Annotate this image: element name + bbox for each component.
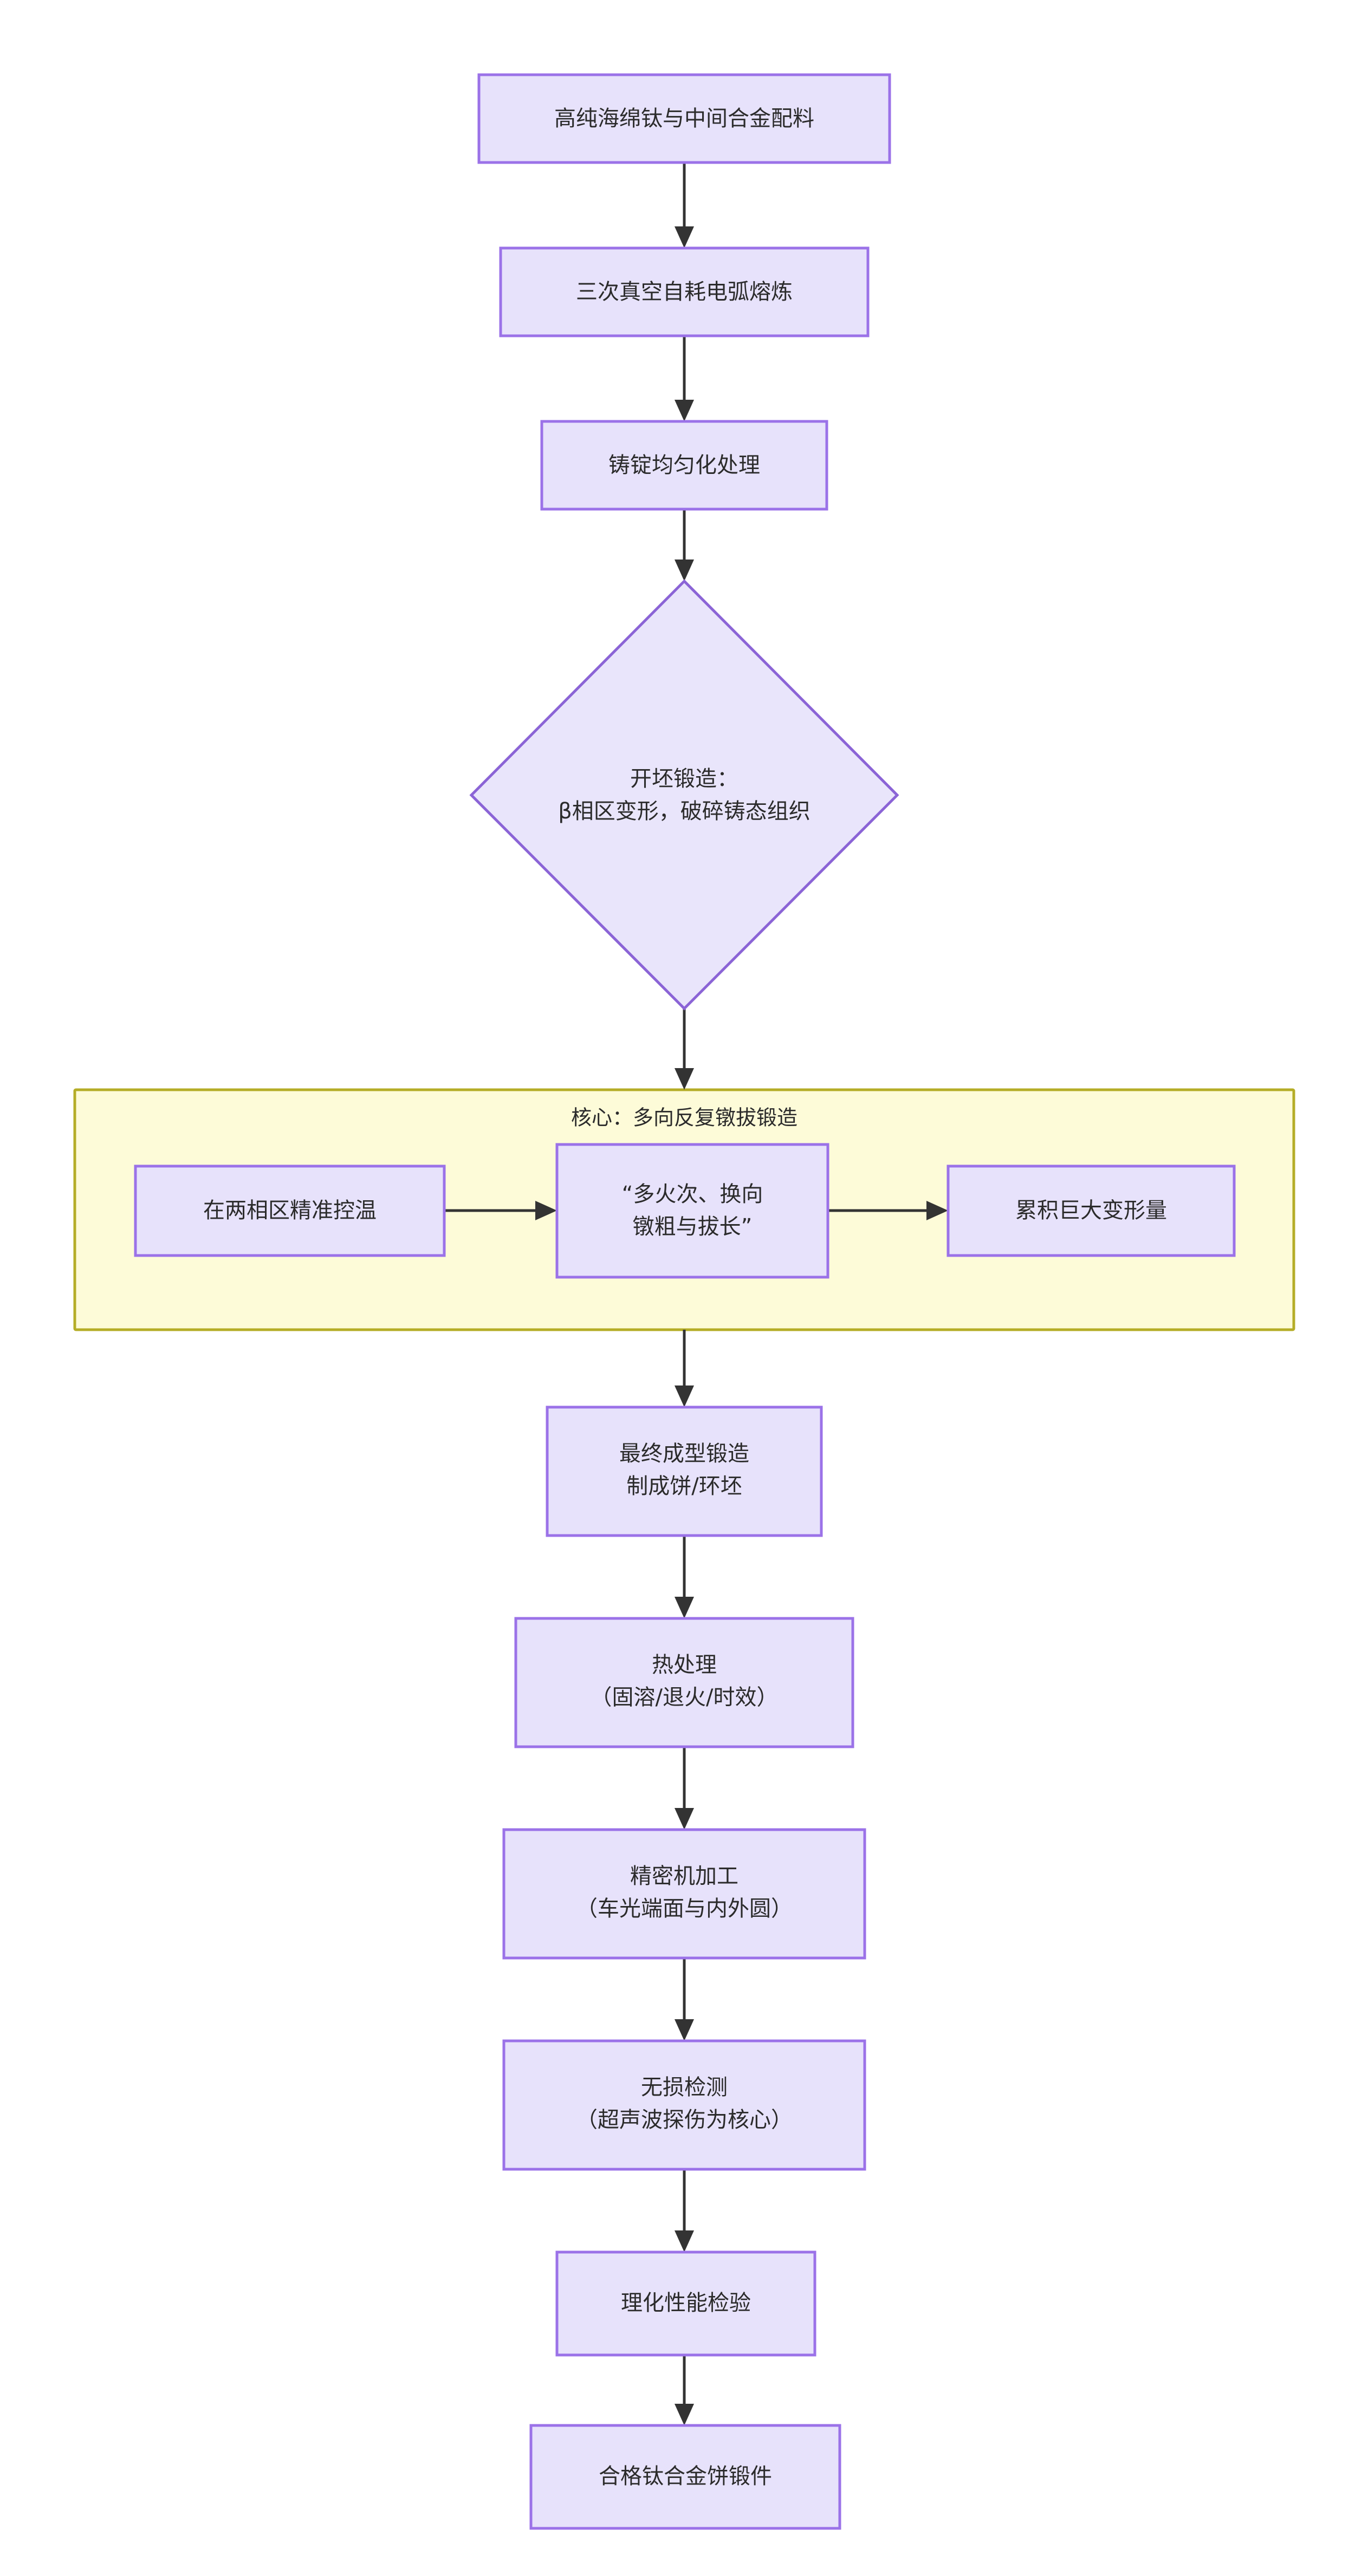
node-label-line1: 热处理 xyxy=(652,1653,717,1677)
edge-n11-n12 xyxy=(675,2169,694,2252)
node-physical-chemical-testing[interactable]: 理化性能检验 xyxy=(555,2250,816,2357)
node-label: 三次真空自耗电弧熔炼 xyxy=(576,279,793,304)
node-label-line2: （车光端面与内外圆） xyxy=(576,1896,793,1921)
edge-n5-n6 xyxy=(444,1201,557,1220)
node-ingot-homogenization[interactable]: 铸锭均匀化处理 xyxy=(540,420,828,511)
edges-layer xyxy=(444,162,948,2425)
node-two-phase-temperature-control[interactable]: 在两相区精准控温 xyxy=(134,1165,446,1257)
node-qualified-titanium-forging[interactable]: 合格钛合金饼锻件 xyxy=(529,2424,841,2530)
edge-n4-n6 xyxy=(675,1009,694,1090)
node-heat-treatment[interactable]: 热处理 （固溶/退火/时效） xyxy=(514,1617,854,1748)
node-label-line1: 无损检测 xyxy=(641,2075,728,2100)
edge-n2-n3 xyxy=(675,336,694,421)
node-nondestructive-testing[interactable]: 无损检测 （超声波探伤为核心） xyxy=(502,2039,866,2171)
node-label: 合格钛合金饼锻件 xyxy=(599,2464,772,2489)
node-label: 在两相区精准控温 xyxy=(203,1198,377,1223)
node-raw-material-batching[interactable]: 高纯海绵钛与中间合金配料 xyxy=(477,73,891,164)
node-final-forming-forging[interactable]: 最终成型锻造 制成饼/环坯 xyxy=(546,1406,823,1537)
node-label-line1: 最终成型锻造 xyxy=(619,1441,749,1466)
node-label-line1: 精密机加工 xyxy=(630,1864,738,1889)
node-label-line2: （固溶/退火/时效） xyxy=(591,1685,779,1710)
edge-n6-n7 xyxy=(828,1201,948,1220)
node-label-line1: 开坯锻造： xyxy=(630,766,738,791)
node-label: 累积巨大变形量 xyxy=(1015,1198,1167,1223)
node-label-line2: （超声波探伤为核心） xyxy=(576,2107,793,2132)
edge-n10-n11 xyxy=(675,1958,694,2041)
edge-n8-n9 xyxy=(675,1536,694,1618)
node-accumulated-deformation[interactable]: 累积巨大变形量 xyxy=(946,1165,1236,1257)
node-multi-heat-upsetting-drawing[interactable]: “多火次、换向 镦粗与拔长” xyxy=(555,1143,829,1279)
node-label-line1: “多火次、换向 xyxy=(622,1182,763,1207)
edge-n3-n4 xyxy=(675,509,694,581)
node-precision-machining[interactable]: 精密机加工 （车光端面与内外圆） xyxy=(502,1828,866,1960)
node-label-line2: 镦粗与拔长” xyxy=(633,1214,753,1239)
node-label: 铸锭均匀化处理 xyxy=(608,453,760,478)
node-cogging-forging[interactable]: 开坯锻造： β相区变形，破碎铸态组织 xyxy=(469,579,899,1011)
edge-n1-n2 xyxy=(675,162,694,248)
cluster-label: 核心：多向反复镦拔锻造 xyxy=(571,1106,798,1130)
edge-n12-n13 xyxy=(675,2355,694,2425)
node-label: 高纯海绵钛与中间合金配料 xyxy=(554,106,814,131)
node-label: 理化性能检验 xyxy=(621,2291,751,2315)
node-label-line2: β相区变形，破碎铸态组织 xyxy=(558,799,811,824)
node-vacuum-arc-remelting[interactable]: 三次真空自耗电弧熔炼 xyxy=(499,246,870,337)
edge-n6-n8 xyxy=(675,1330,694,1407)
node-label-line2: 制成饼/环坯 xyxy=(626,1474,742,1499)
edge-n9-n10 xyxy=(675,1747,694,1830)
